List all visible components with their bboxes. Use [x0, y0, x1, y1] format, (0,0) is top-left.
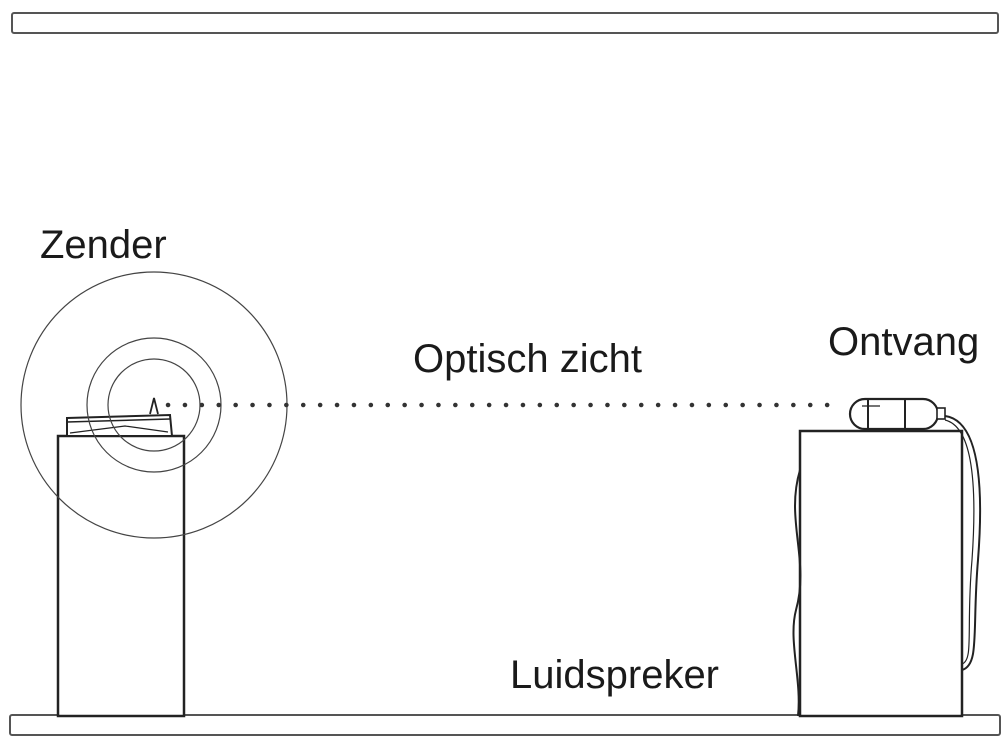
floor-bar — [9, 714, 1001, 736]
transmitter-pedestal — [56, 434, 186, 718]
receiver-device-icon — [848, 397, 946, 431]
speaker-cable-left — [792, 469, 802, 717]
speaker-label: Luidspreker — [510, 653, 719, 697]
line-of-sight-label: Optisch zicht — [413, 337, 642, 381]
transmitter-label: Zender — [40, 223, 167, 267]
receiver-pedestal — [798, 429, 964, 718]
ceiling-bar — [11, 12, 999, 34]
receiver-cable — [944, 415, 982, 671]
receiver-label: Ontvang — [828, 320, 979, 364]
transmitter-device-icon — [66, 397, 174, 437]
